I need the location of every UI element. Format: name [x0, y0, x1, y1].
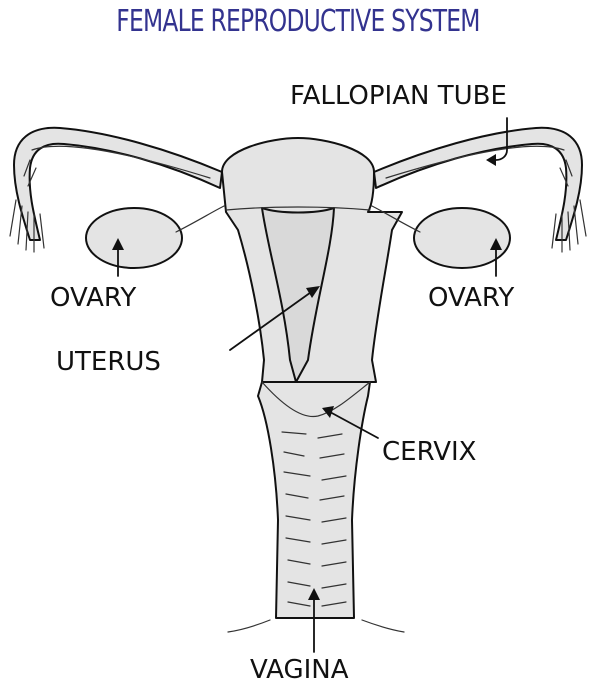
label-ovary-right: OVARY — [428, 283, 514, 313]
left-ovary — [86, 208, 182, 268]
label-fallopian-tube: FALLOPIAN TUBE — [290, 81, 507, 111]
label-vagina: VAGINA — [250, 655, 349, 679]
label-cervix: CERVIX — [382, 437, 477, 467]
label-ovary-left: OVARY — [50, 283, 136, 313]
label-uterus: UTERUS — [56, 347, 161, 377]
fallopian-tube-arrowhead — [486, 154, 496, 166]
